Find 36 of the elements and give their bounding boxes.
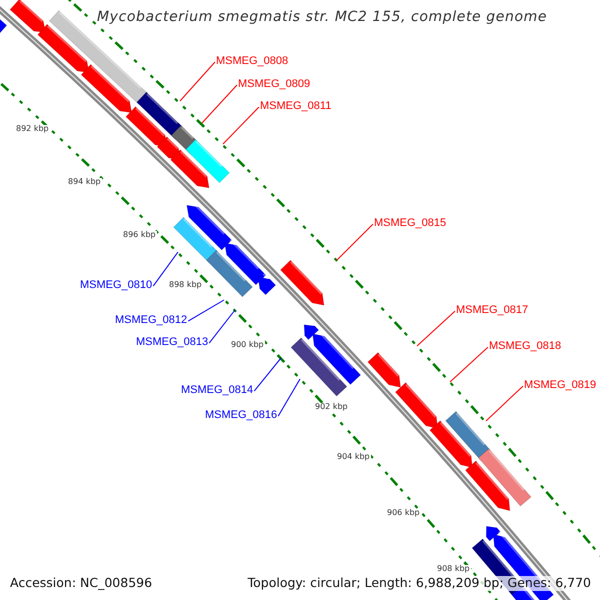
leader-line [486,386,524,422]
genome-info-text: Topology: circular; Length: 6,988,209 bp; Genes: 6,770 [246,576,592,590]
scale-label: 906 kbp [386,509,421,517]
leader-line [254,358,282,392]
leader-line [180,62,216,102]
scale-label: 902 kbp [314,403,349,411]
gene-label: MSMEG_0813 [136,337,208,348]
leader-line [188,300,224,322]
scale-label: 892 kbp [15,125,50,133]
leader-line [450,346,488,382]
title: Mycobacterium smegmatis str. MC2 155, complete genome [97,10,548,24]
scale-label: 900 kbp [230,341,265,349]
gene-label: MSMEG_0819 [524,380,596,391]
gene-label: MSMEG_0816 [205,410,278,421]
gene-label: MSMEG_0812 [115,315,188,326]
gene-label: MSMEG_0817 [456,305,528,316]
leader-line [202,84,238,124]
gene-label: MSMEG_0811 [260,101,332,112]
accession-text: Accession: NC_008596 [9,576,154,590]
scale-label: 898 kbp [168,281,203,289]
leader-line [416,310,456,346]
gene-label: MSMEG_0808 [216,56,288,67]
gene-label: MSMEG_0810 [80,280,152,291]
scale-label: 896 kbp [122,231,157,239]
leader-line [278,378,300,417]
gene-label: MSMEG_0814 [181,385,254,396]
leader-line [336,224,374,260]
scale-label: 904 kbp [336,453,371,461]
gene-label: MSMEG_0815 [374,218,446,229]
gene-label: MSMEG_0809 [238,79,310,90]
leader-line [208,310,236,344]
leader-line [152,252,178,287]
leader-line [222,106,260,144]
scale-label: 908 kbp [436,565,471,573]
scale-label: 894 kbp [67,178,102,186]
gene-label: MSMEG_0818 [489,341,562,352]
